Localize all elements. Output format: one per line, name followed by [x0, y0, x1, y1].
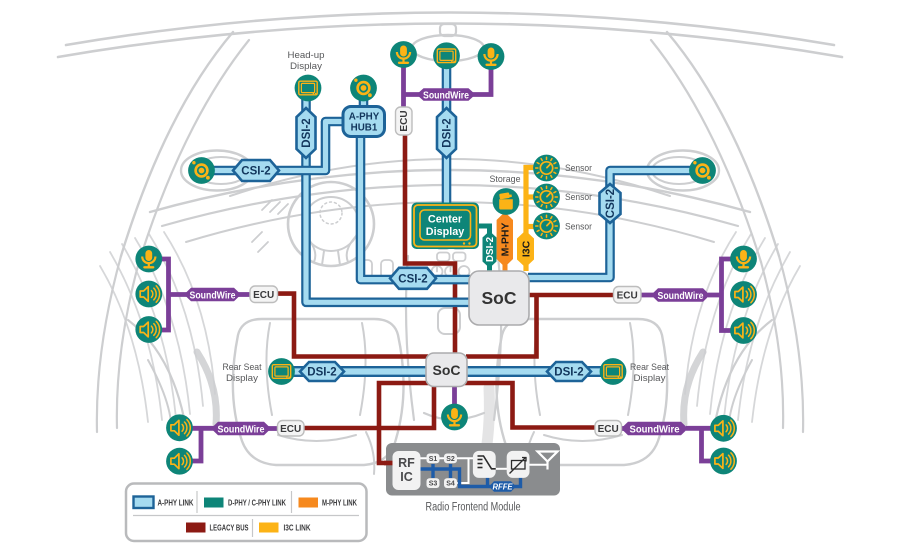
svg-text:Head-up: Head-up: [288, 50, 325, 61]
svg-text:LEGACY BUS: LEGACY BUS: [210, 524, 249, 533]
svg-text:SoundWire: SoundWire: [423, 89, 469, 101]
svg-text:ECU: ECU: [598, 424, 619, 435]
svg-text:Sensor: Sensor: [565, 222, 592, 233]
svg-text:SoundWire: SoundWire: [630, 423, 680, 435]
svg-text:CSI-2: CSI-2: [398, 274, 427, 286]
svg-text:ECU: ECU: [399, 110, 410, 131]
svg-text:M-PHY LINK: M-PHY LINK: [322, 499, 357, 508]
svg-text:Rear Seat: Rear Seat: [223, 362, 262, 373]
svg-text:Display: Display: [226, 373, 258, 384]
svg-text:SoC: SoC: [433, 362, 461, 378]
svg-text:I3C LINK: I3C LINK: [284, 524, 311, 533]
svg-text:Display: Display: [290, 61, 322, 72]
svg-text:Sensor: Sensor: [565, 192, 592, 203]
svg-text:SoC: SoC: [482, 288, 517, 308]
svg-text:Display: Display: [426, 226, 464, 238]
svg-text:Storage: Storage: [490, 174, 521, 185]
svg-text:DSI-2: DSI-2: [301, 118, 313, 147]
svg-text:S3: S3: [429, 481, 438, 488]
svg-text:Display: Display: [634, 373, 666, 384]
svg-text:HUB1: HUB1: [351, 123, 378, 134]
svg-text:Rear Seat: Rear Seat: [630, 362, 669, 373]
svg-text:DSI-2: DSI-2: [307, 367, 336, 379]
svg-text:DSI-2: DSI-2: [485, 236, 496, 262]
svg-text:SoundWire: SoundWire: [190, 289, 236, 301]
svg-text:ECU: ECU: [617, 290, 638, 301]
svg-text:Center: Center: [428, 214, 463, 226]
svg-text:DSI-2: DSI-2: [442, 118, 454, 147]
svg-text:SoundWire: SoundWire: [218, 423, 265, 435]
svg-text:SoundWire: SoundWire: [658, 290, 704, 302]
svg-text:CSI-2: CSI-2: [241, 166, 270, 178]
svg-text:M-PHY: M-PHY: [500, 223, 512, 257]
svg-text:A-PHY: A-PHY: [349, 112, 380, 123]
svg-text:CSI-2: CSI-2: [605, 189, 617, 218]
svg-text:Radio Frontend Module: Radio Frontend Module: [426, 502, 521, 514]
svg-text:ECU: ECU: [280, 424, 301, 435]
svg-text:IC: IC: [400, 470, 413, 484]
svg-text:S1: S1: [429, 456, 438, 463]
svg-text:A-PHY LINK: A-PHY LINK: [158, 499, 194, 508]
svg-text:Sensor: Sensor: [565, 163, 592, 174]
svg-text:RF: RF: [398, 456, 415, 470]
svg-text:RFFE: RFFE: [493, 483, 514, 492]
svg-text:I3C: I3C: [520, 240, 532, 257]
svg-text:DSI-2: DSI-2: [554, 367, 583, 379]
svg-text:S2: S2: [446, 456, 455, 463]
svg-text:S4: S4: [446, 481, 455, 488]
svg-text:D-PHY / C-PHY LINK: D-PHY / C-PHY LINK: [228, 499, 286, 508]
svg-text:ECU: ECU: [253, 290, 274, 301]
